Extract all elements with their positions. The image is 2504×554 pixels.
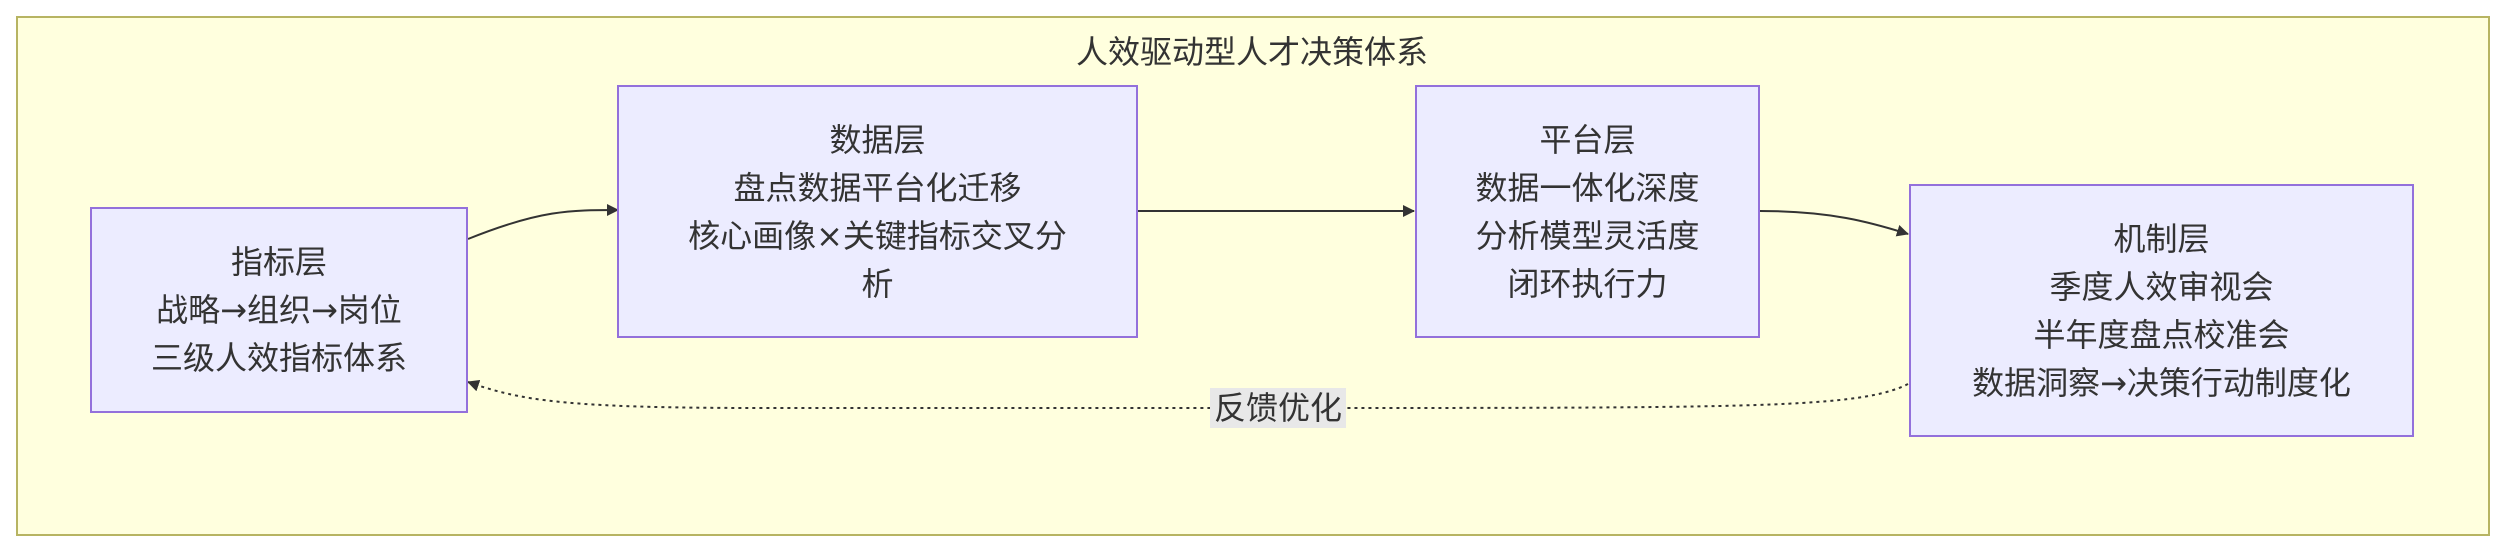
node-data-line: 盘点数据平台化迁移 <box>733 168 1022 207</box>
node-mechanism-line: 数据洞察→决策行动制度化 <box>1972 363 2351 402</box>
node-platform-line: 平台层 <box>1539 120 1636 159</box>
node-mechanism-line: 半年度盘点校准会 <box>2033 315 2290 354</box>
node-metrics-line: 三级人效指标体系 <box>150 339 407 377</box>
node-metrics-line: 指标层 <box>230 243 327 281</box>
node-metrics: 指标层 战略→组织→岗位 三级人效指标体系 <box>90 207 468 413</box>
node-data-line: 数据层 <box>829 120 926 159</box>
node-mechanism-line: 机制层 <box>2113 219 2210 258</box>
edge-mechanism-to-metrics-feedback <box>467 379 1909 409</box>
node-metrics-line: 战略→组织→岗位 <box>156 291 402 329</box>
node-data-line: 核心画像×关键指标交叉分 <box>688 216 1067 255</box>
node-platform: 平台层 数据一体化深度 分析模型灵活度 闭环执行力 <box>1415 85 1760 338</box>
node-platform-line: 数据一体化深度 <box>1475 168 1700 207</box>
edge-platform-to-mechanism <box>1759 210 1909 237</box>
node-platform-line: 闭环执行力 <box>1507 264 1668 303</box>
subgraph-title: 人效驱动型人才决策体系 <box>1075 33 1428 71</box>
node-platform-line: 分析模型灵活度 <box>1475 216 1700 255</box>
edge-label-feedback: 反馈优化 <box>1210 388 1347 428</box>
node-data: 数据层 盘点数据平台化迁移 核心画像×关键指标交叉分 析 <box>617 85 1138 338</box>
edge-metrics-to-data <box>467 204 619 240</box>
node-mechanism: 机制层 季度人效审视会 半年度盘点校准会 数据洞察→决策行动制度化 <box>1909 184 2414 437</box>
node-data-line: 析 <box>861 264 894 303</box>
node-mechanism-line: 季度人效审视会 <box>2049 267 2274 306</box>
